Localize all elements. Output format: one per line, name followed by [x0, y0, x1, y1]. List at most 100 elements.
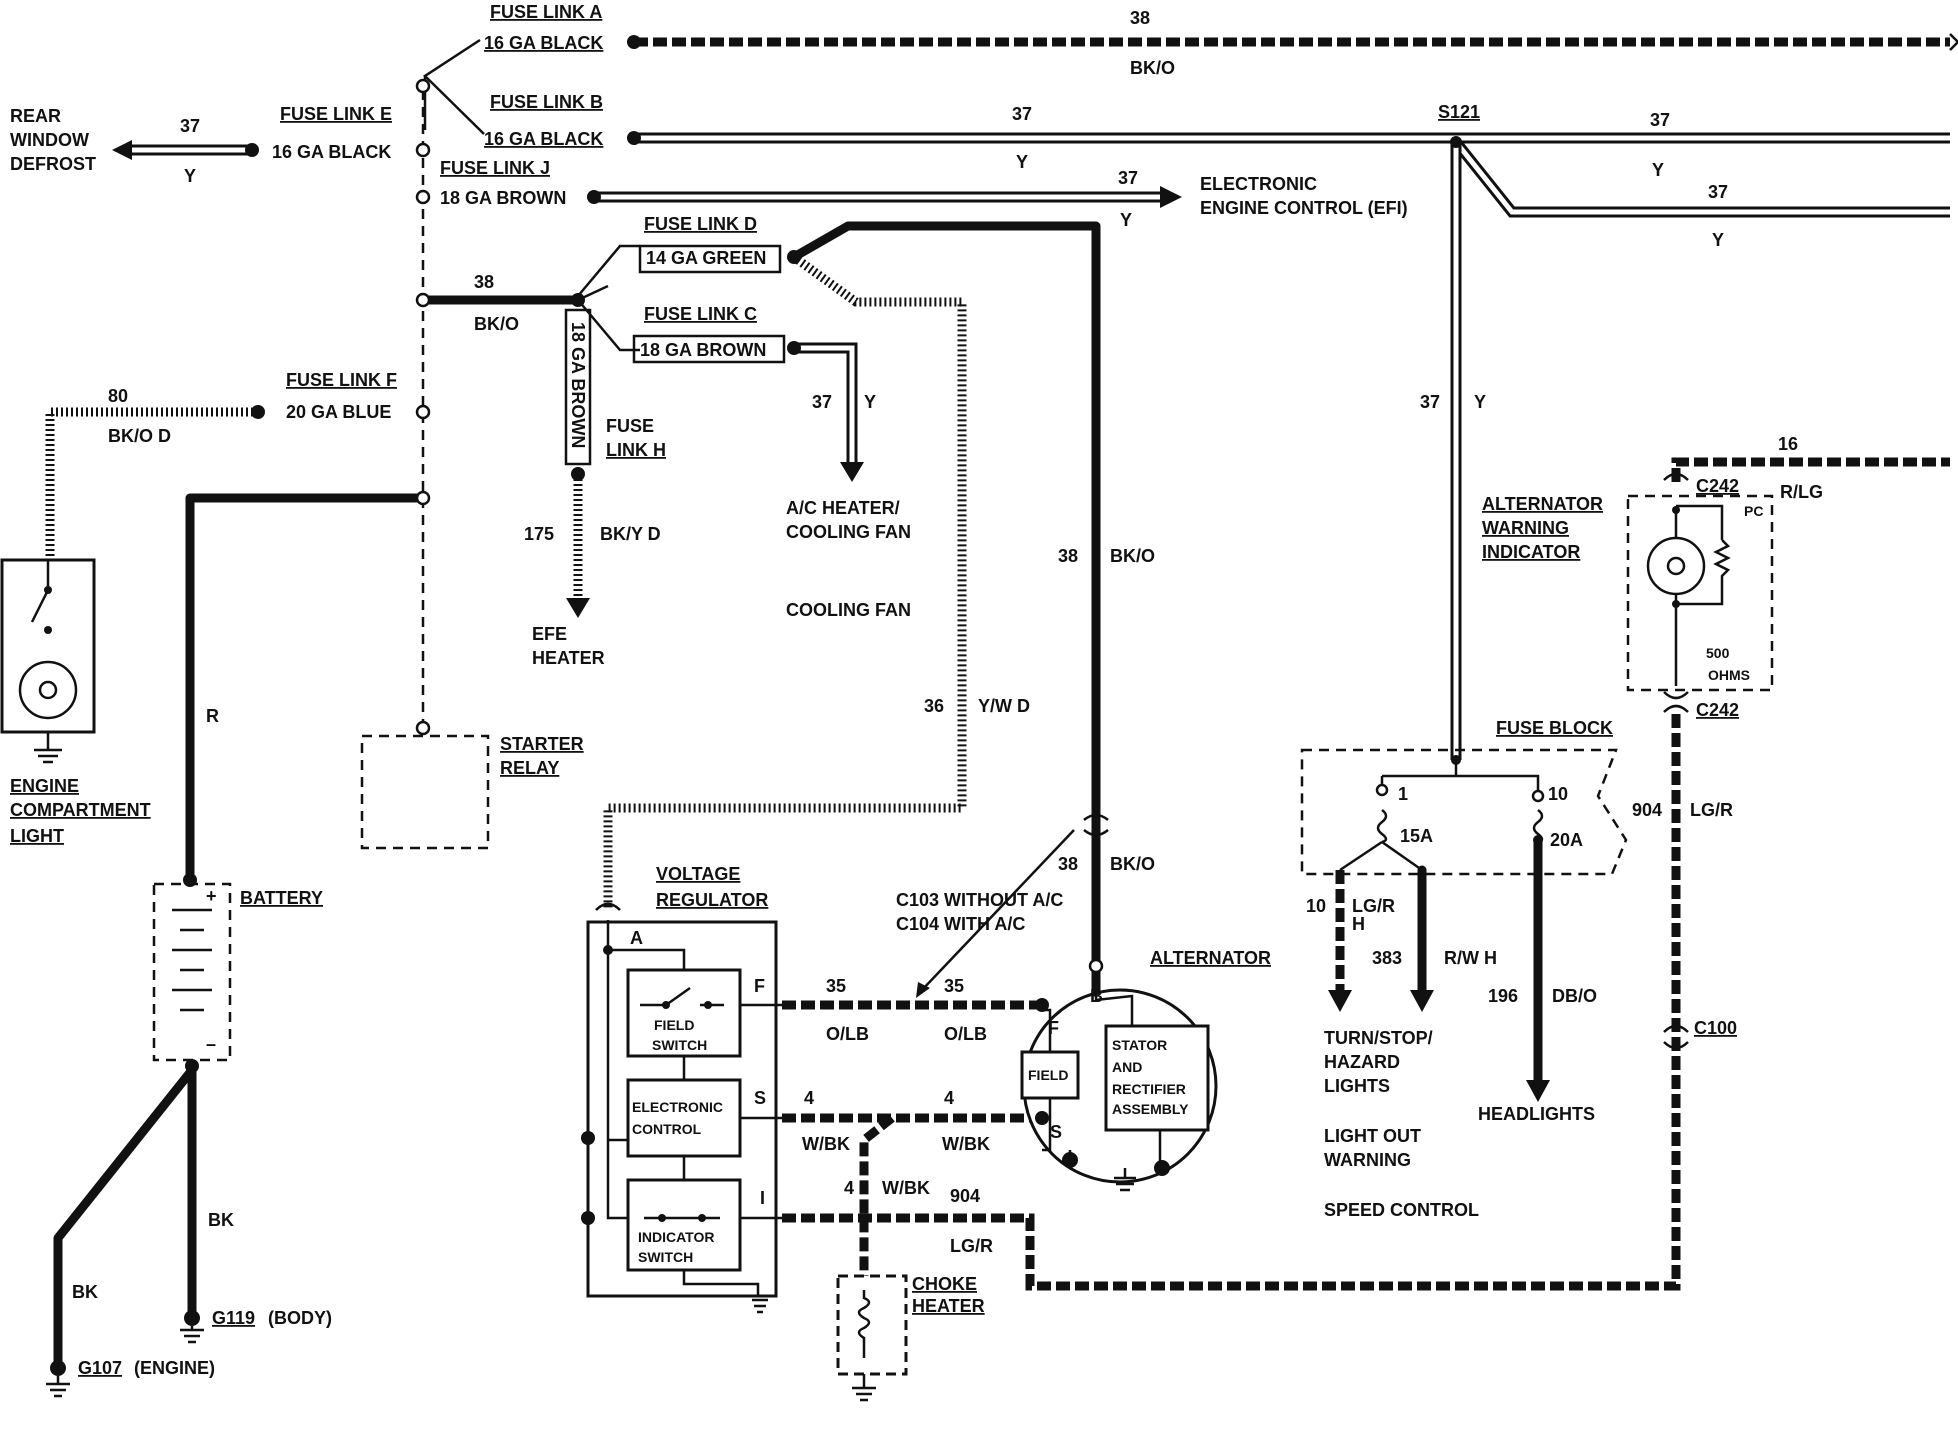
alternator-warning-label: ALTERNATOR: [1482, 494, 1603, 514]
ground-icon: [34, 748, 62, 764]
fuse-e-gauge: 16 GA BLACK: [272, 142, 391, 162]
wire-label: 10: [1306, 896, 1326, 916]
wire-label: 904: [1632, 800, 1662, 820]
alternator-pin: F: [1048, 1018, 1059, 1038]
connector-c100: C100: [1694, 1018, 1737, 1038]
ground-g107-location: (ENGINE): [134, 1358, 215, 1378]
wire-label: 37: [1650, 110, 1670, 130]
efe-heater-label: EFE: [532, 624, 567, 644]
wire-label: 38: [474, 272, 494, 292]
engine-compartment-light-label: ENGINE: [10, 776, 79, 796]
wire-label: BK/O: [1110, 854, 1155, 874]
electronic-control-box: [626, 1078, 742, 1158]
wire-label: BK: [208, 1210, 234, 1230]
fuse-block: [1300, 748, 1628, 876]
stator-rectifier-label: RECTIFIER: [1112, 1081, 1186, 1097]
stator-rectifier-label: ASSEMBLY: [1112, 1101, 1189, 1117]
wire-label: W/BK: [802, 1134, 850, 1154]
field-switch-label: SWITCH: [652, 1037, 707, 1053]
wire-label: 175: [524, 524, 554, 544]
regulator-pin: S: [754, 1088, 766, 1108]
wire-label: 383: [1372, 948, 1402, 968]
efi-label: ENGINE CONTROL (EFI): [1200, 198, 1408, 218]
wire-label: 36: [924, 696, 944, 716]
headlights-label: HEADLIGHTS: [1478, 1104, 1595, 1124]
alternator-warning-label: INDICATOR: [1482, 542, 1580, 562]
field-label: FIELD: [1028, 1067, 1068, 1083]
choke-heater-label: HEATER: [912, 1296, 985, 1316]
splice-s121: S121: [1438, 102, 1480, 122]
turn-stop-hazard-label: HAZARD: [1324, 1052, 1400, 1072]
wire-label: 37: [1708, 182, 1728, 202]
fuse-rating-label: 20A: [1550, 830, 1583, 850]
wire-label: Y/W D: [978, 696, 1030, 716]
wire-16-rlg: [1671, 457, 1950, 482]
wire-label: 35: [944, 976, 964, 996]
stator-rectifier-label: AND: [1112, 1059, 1142, 1075]
wire-904-lgr: [782, 712, 1681, 1291]
ground-icon: [852, 1374, 876, 1402]
wire-36-ywd: [603, 253, 967, 910]
wire-label: R/LG: [1780, 482, 1823, 502]
efe-heater-label: HEATER: [532, 648, 605, 668]
alternator-pin: B: [1090, 986, 1103, 1006]
starter-relay-label: RELAY: [500, 758, 559, 778]
alternator-warning-label: WARNING: [1482, 518, 1569, 538]
ground-g119-label: G119: [212, 1308, 255, 1328]
field-switch-label: FIELD: [654, 1017, 694, 1033]
pc-label: PC: [1744, 503, 1763, 519]
wire-label: 904: [950, 1186, 980, 1206]
wire-label: BK/O D: [108, 426, 171, 446]
rear-window-defrost-label: DEFROST: [10, 154, 96, 174]
wire-label: 4: [844, 1178, 854, 1198]
wire-label: DB/O: [1552, 986, 1597, 1006]
wire-label: 16: [1778, 434, 1798, 454]
fuse-cavity-label: 10: [1548, 784, 1568, 804]
wire-label: Y: [864, 392, 876, 412]
light-out-warning-label: LIGHT OUT: [1324, 1126, 1421, 1146]
fuse-d-gauge: 14 GA GREEN: [646, 248, 766, 268]
wire-label: 37: [812, 392, 832, 412]
ground-g119-location: (BODY): [268, 1308, 332, 1328]
wire-14ga-green: [789, 221, 1101, 1005]
starter-relay: [360, 734, 490, 850]
wire-label: LG/R: [1352, 896, 1395, 916]
resistor-label: OHMS: [1708, 667, 1750, 683]
wire-label: O/LB: [826, 1024, 869, 1044]
wire-label: 37: [1012, 104, 1032, 124]
starter-relay-label: STARTER: [500, 734, 584, 754]
fuse-c-gauge: 18 GA BROWN: [640, 340, 766, 360]
alternator-label: ALTERNATOR: [1150, 948, 1271, 968]
alternator-pin: S: [1050, 1122, 1062, 1142]
electronic-control-label: ELECTRONIC: [632, 1099, 723, 1115]
wire-37-y-r2: [1451, 138, 1950, 218]
indicator-switch-box: [626, 1178, 742, 1272]
turn-stop-hazard-label: LIGHTS: [1324, 1076, 1390, 1096]
wire-label: R: [206, 706, 219, 726]
ac-cooling-fan-label: A/C HEATER/: [786, 498, 900, 518]
wire-label: Y: [1120, 210, 1132, 230]
fuse-link-f-label: FUSE LINK F: [286, 370, 397, 390]
wire-label: Y: [1474, 392, 1486, 412]
wire-label: BK: [72, 1282, 98, 1302]
indicator-switch-label: SWITCH: [638, 1249, 693, 1265]
wire-4-wbk-choke: [859, 1114, 895, 1282]
battery-plus-label: +: [206, 886, 217, 906]
fuse-cavity-label: 1: [1398, 784, 1408, 804]
wire-label: R/W H: [1444, 948, 1497, 968]
choke-heater-label: CHOKE: [912, 1274, 977, 1294]
connector-c104-label: C104 WITH A/C: [896, 914, 1025, 934]
fuse-link-c-label: FUSE LINK C: [644, 304, 757, 324]
voltage-regulator-label: VOLTAGE: [656, 864, 740, 884]
wire-label: 37: [1420, 392, 1440, 412]
fuse-link-j-label: FUSE LINK J: [440, 158, 550, 178]
regulator-pin: F: [754, 976, 765, 996]
wire-label: 4: [804, 1088, 814, 1108]
fuse-link-b-label: FUSE LINK B: [490, 92, 603, 112]
connector-c242-bottom: C242: [1696, 700, 1739, 720]
wire-label: Y: [1016, 152, 1028, 172]
connector-c242-top: C242: [1696, 476, 1739, 496]
fuse-f-gauge: 20 GA BLUE: [286, 402, 391, 422]
wire-label: 37: [1118, 168, 1138, 188]
